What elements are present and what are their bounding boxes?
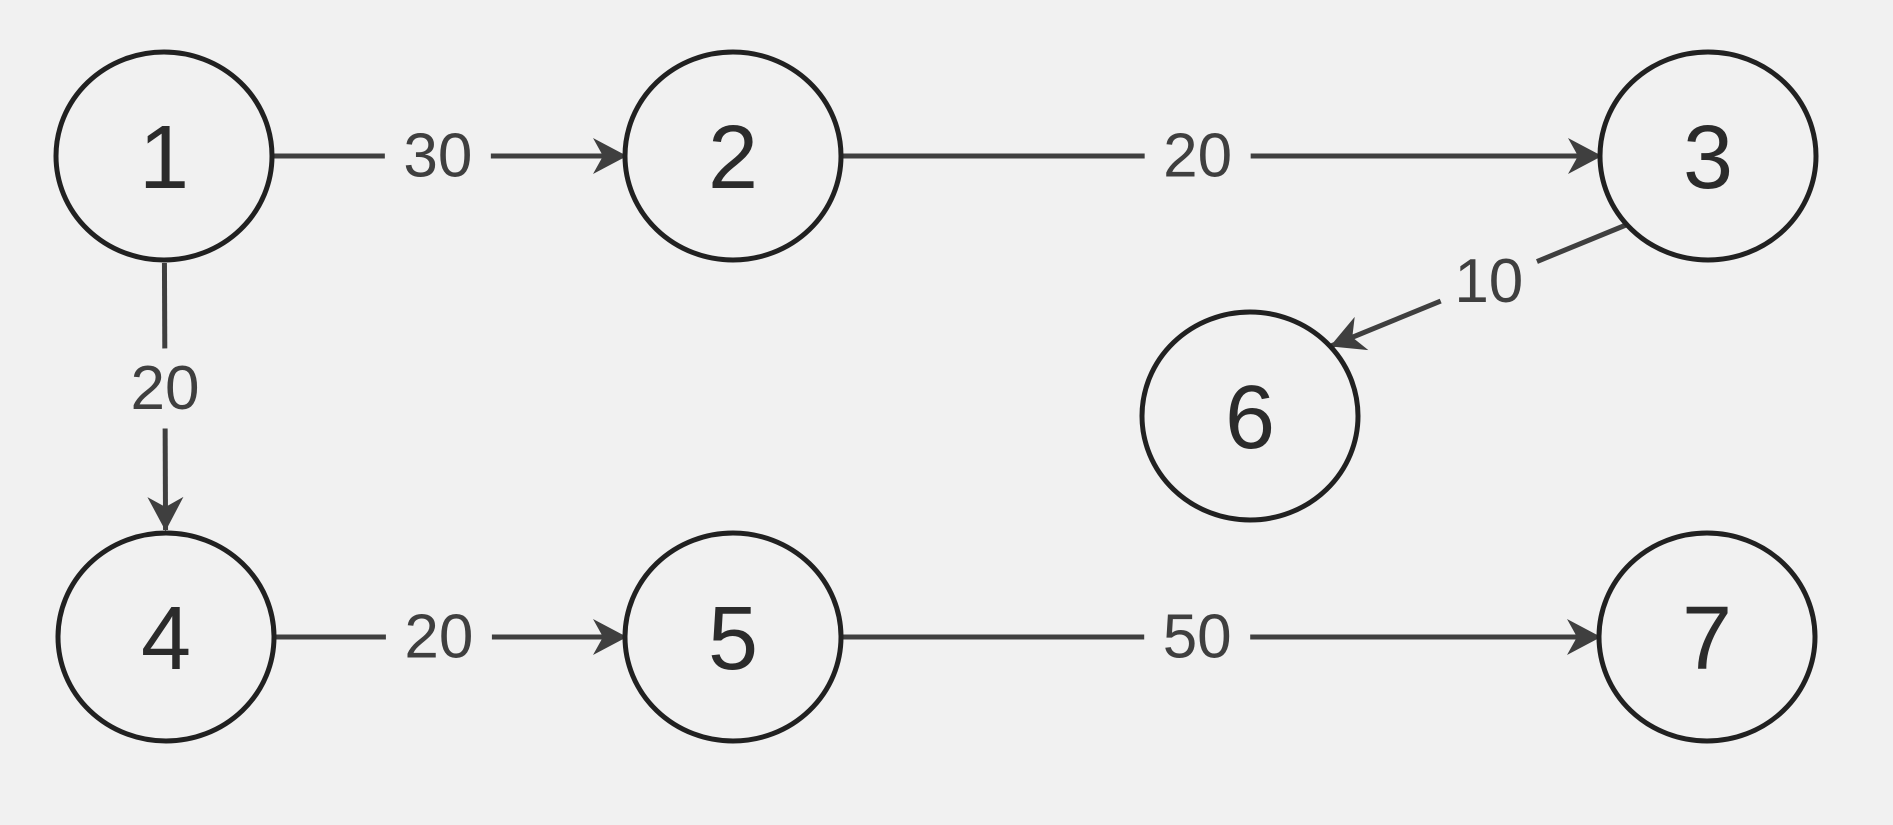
edge-5-7-weight: 50 — [1163, 603, 1232, 672]
node-circle-4[interactable] — [55, 530, 277, 744]
edge-1-2-weight: 30 — [403, 122, 472, 191]
node-label-1: 1 — [139, 108, 189, 208]
node-circle-6[interactable] — [1139, 309, 1361, 523]
node-label-6: 6 — [1225, 368, 1275, 468]
node-label-7: 7 — [1682, 589, 1732, 689]
node-label-3: 3 — [1683, 108, 1733, 208]
node-label-4: 4 — [141, 589, 191, 689]
node-label-5: 5 — [708, 589, 758, 689]
edge-3-6-weight: 10 — [1454, 247, 1523, 316]
edge-3-6-line — [1536, 222, 1627, 264]
node-circle-7[interactable] — [1596, 530, 1818, 744]
edge-layer: 30 20 10 20 20 50 — [130, 122, 1627, 672]
edge-3-6-arrow-line — [1330, 298, 1442, 351]
edge-1-4-weight: 20 — [130, 354, 199, 423]
node-circle-3[interactable] — [1597, 49, 1819, 263]
node-circle-5[interactable] — [622, 530, 844, 744]
node-circle-2[interactable] — [622, 49, 844, 263]
node-layer: 1 2 3 6 4 5 7 — [53, 49, 1819, 744]
node-circle-1[interactable] — [53, 49, 275, 263]
node-label-2: 2 — [708, 108, 758, 208]
edge-2-3-weight: 20 — [1163, 122, 1232, 191]
edge-4-5-weight: 20 — [404, 603, 473, 672]
